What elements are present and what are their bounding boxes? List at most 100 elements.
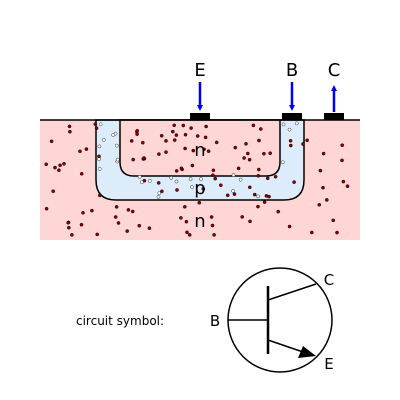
- electron-dot: [273, 174, 278, 179]
- electron-dot: [179, 166, 184, 171]
- electron-dot: [185, 230, 189, 235]
- electron-dot: [160, 189, 164, 194]
- hole-dot: [98, 122, 103, 127]
- charge-carriers: [44, 121, 350, 237]
- electron-dot: [292, 180, 296, 184]
- electron-dot: [67, 225, 71, 230]
- electron-dot: [212, 233, 216, 237]
- electron-dot: [137, 223, 142, 228]
- hole-dot: [294, 121, 299, 126]
- electron-dot: [218, 183, 223, 187]
- transistor-circuit-symbol: [227, 267, 333, 373]
- electron-dot: [201, 187, 206, 191]
- electron-dot: [232, 192, 237, 196]
- electron-dot: [233, 145, 238, 150]
- electron-dot: [256, 167, 261, 172]
- hole-dot: [169, 175, 173, 180]
- electron-dot: [276, 209, 281, 214]
- electron-dot: [288, 143, 293, 148]
- hole-dot: [97, 167, 102, 171]
- electron-dot: [204, 124, 208, 129]
- electron-dot: [174, 169, 179, 173]
- electron-dot: [189, 126, 193, 130]
- hole-dot: [97, 144, 102, 149]
- electron-dot: [78, 149, 82, 154]
- electron-dot: [58, 163, 62, 168]
- hole-dot: [280, 160, 285, 165]
- electron-dot: [170, 129, 175, 134]
- electron-dot: [68, 129, 72, 134]
- electron-dot: [174, 133, 179, 137]
- electron-dot: [57, 168, 61, 172]
- electron-dot: [142, 156, 146, 160]
- electron-dot: [309, 230, 314, 235]
- electron-dot: [301, 142, 305, 146]
- electron-dot: [240, 215, 244, 219]
- terminal-label-collector: C: [328, 60, 341, 81]
- hole-dot: [101, 137, 106, 142]
- electron-dot: [116, 221, 121, 225]
- electron-dot: [182, 204, 187, 209]
- region-label-emitter: n: [194, 140, 205, 161]
- electron-dot: [175, 188, 179, 192]
- electron-dot: [97, 154, 101, 159]
- electron-dot: [244, 141, 248, 146]
- electron-dot: [210, 223, 215, 228]
- hole-dot: [157, 191, 162, 195]
- hole-dot: [115, 143, 119, 148]
- electron-dot: [164, 150, 168, 154]
- electron-dot: [81, 210, 85, 215]
- electron-dot: [126, 208, 131, 212]
- electron-dot: [181, 123, 186, 128]
- hole-dot: [190, 185, 194, 189]
- collector-contact: [324, 113, 344, 120]
- electron-dot: [135, 128, 139, 133]
- electron-dot: [268, 151, 273, 155]
- electron-dot: [321, 151, 326, 156]
- electron-dot: [140, 140, 145, 145]
- electron-dot: [70, 233, 74, 237]
- electron-dot: [265, 176, 270, 181]
- electron-dot: [236, 166, 241, 171]
- electron-dot: [247, 157, 252, 162]
- electron-dot: [213, 176, 217, 181]
- electron-dot: [183, 146, 187, 151]
- electron-dot: [172, 138, 177, 142]
- circuit-symbol-caption: circuit symbol:: [76, 314, 164, 328]
- electron-dot: [335, 230, 339, 235]
- electron-dot: [211, 168, 216, 173]
- electron-dot: [179, 216, 183, 220]
- hole-dot: [231, 189, 235, 193]
- hole-dot: [115, 157, 120, 162]
- symbol-emitter-lead: [267, 339, 304, 353]
- electron-dot: [331, 218, 336, 223]
- electron-dot: [288, 138, 293, 143]
- electron-dot: [321, 185, 325, 190]
- hole-dot: [231, 173, 236, 177]
- terminal-label-emitter: E: [194, 60, 205, 81]
- electron-dot: [129, 139, 134, 143]
- electron-dot: [79, 222, 84, 227]
- electron-dot: [94, 126, 99, 130]
- electron-dot: [131, 157, 135, 162]
- hole-dot: [140, 180, 144, 184]
- electron-dot: [258, 127, 263, 131]
- electron-dot: [187, 233, 192, 237]
- electron-dot: [95, 232, 99, 237]
- terminal-label-base: B: [286, 60, 298, 81]
- symbol-emitter-arrow: [298, 346, 316, 358]
- electron-dot: [113, 215, 118, 219]
- electron-dot: [44, 206, 49, 211]
- hole-dot: [156, 195, 161, 199]
- electron-dot: [53, 165, 57, 170]
- electron-dot: [49, 139, 54, 144]
- electron-dot: [84, 147, 89, 151]
- electron-dot: [172, 123, 176, 128]
- electron-dot: [209, 215, 214, 219]
- electron-dot: [340, 158, 344, 163]
- electron-dot: [262, 151, 266, 156]
- electron-dot: [214, 140, 219, 145]
- emitter-region: [119, 119, 281, 177]
- hole-dot: [111, 133, 115, 137]
- region-label-collector: n: [194, 211, 205, 232]
